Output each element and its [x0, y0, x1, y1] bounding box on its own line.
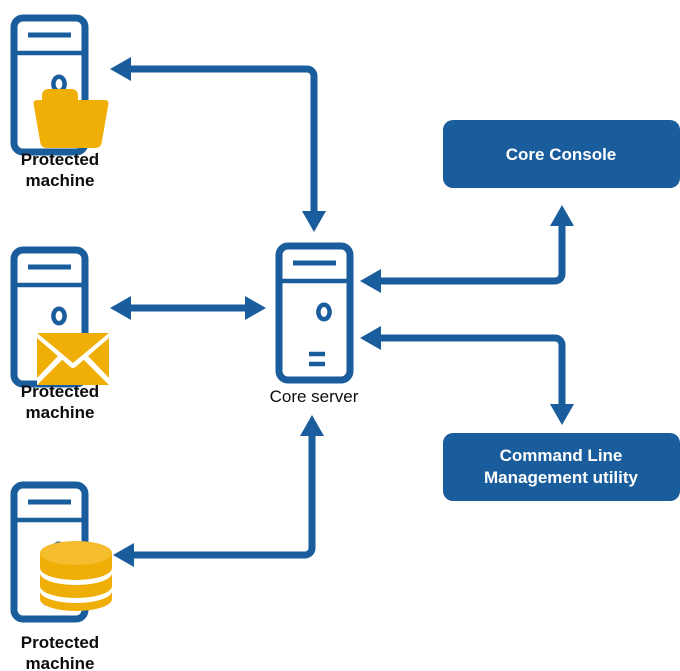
arrowhead-down: [550, 404, 574, 425]
connector-core-server-to-protected-machine-database: [113, 415, 324, 567]
arrowhead-left: [360, 326, 381, 350]
node-label-line1: Protected: [21, 150, 99, 169]
arrowhead-left: [110, 296, 131, 320]
box-core-console[interactable]: Core Console: [443, 120, 680, 188]
connector-command-line-utility-to-core-server: [360, 326, 574, 425]
core-console-background: [443, 120, 680, 188]
node-label-line2: machine: [26, 171, 95, 190]
arrowhead-left: [360, 269, 381, 293]
box-command-line-utility[interactable]: Command Line Management utility: [443, 433, 680, 501]
database-icon: [40, 541, 112, 611]
node-label-line1: Protected: [21, 382, 99, 401]
command-line-utility-background: [443, 433, 680, 501]
node-label-line1: Core server: [270, 387, 359, 406]
node-label-line2: machine: [26, 403, 95, 422]
connector-core-console-to-core-server: [360, 205, 574, 293]
arrowhead-up: [550, 205, 574, 226]
arrowhead-left: [113, 543, 134, 567]
connector-core-server-to-protected-machine-mail: [110, 296, 266, 320]
envelope-icon: [37, 333, 109, 385]
command-line-utility-label-line2: Management utility: [484, 468, 639, 487]
core-console-label: Core Console: [506, 145, 617, 164]
arrowhead-down: [302, 211, 326, 232]
node-label-line2: machine: [26, 654, 95, 671]
node-protected-machine-mail[interactable]: Protected machine: [14, 250, 109, 422]
node-protected-machine-database[interactable]: Protected machine: [14, 485, 112, 671]
tower-pc-icon: [279, 246, 350, 380]
node-core-server[interactable]: Core server: [270, 246, 359, 406]
node-protected-machine-folder[interactable]: Protected machine: [14, 18, 109, 190]
arrowhead-left: [110, 57, 131, 81]
arrowhead-right: [245, 296, 266, 320]
arrowhead-up: [300, 415, 324, 436]
node-label-line1: Protected: [21, 633, 99, 652]
folder-icon: [33, 89, 109, 148]
connector-core-server-to-protected-machine-folder: [110, 57, 326, 232]
command-line-utility-label-line1: Command Line: [500, 446, 623, 465]
connectors-layer: [110, 57, 574, 567]
